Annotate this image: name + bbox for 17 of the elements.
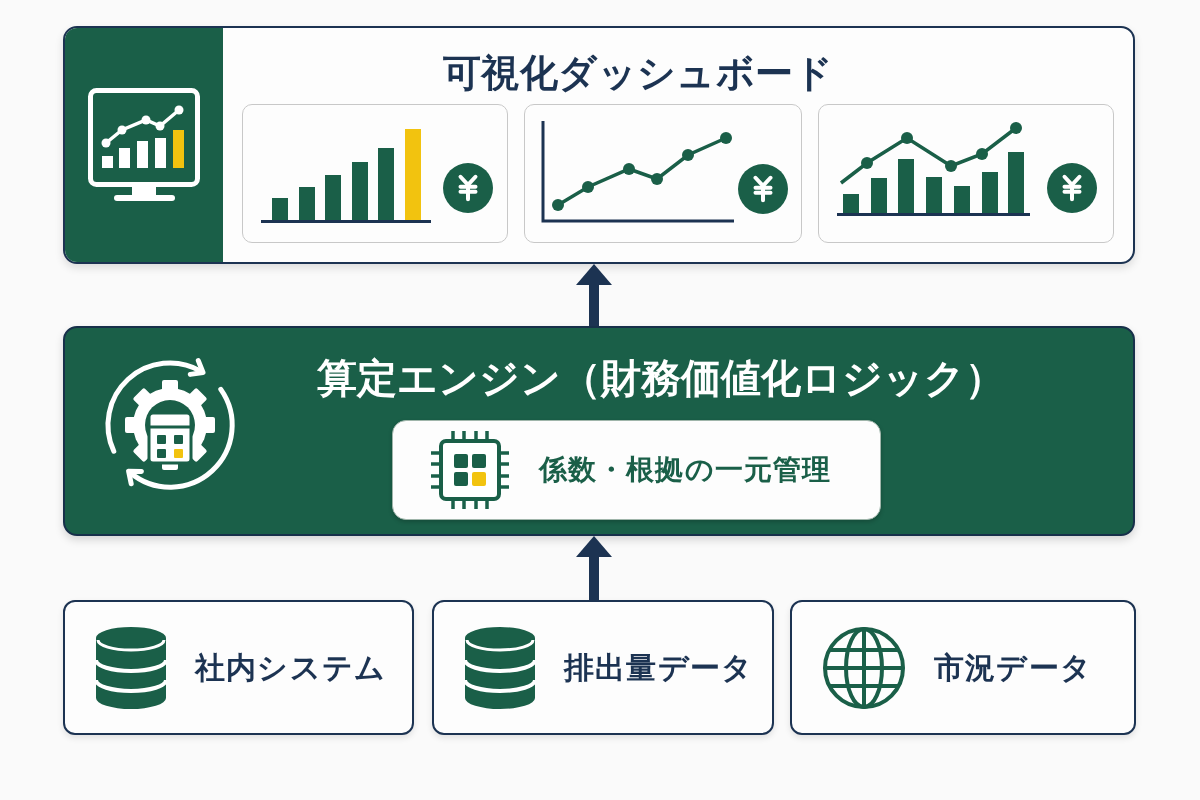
dashboard-panel <box>63 26 1135 264</box>
data-source-box <box>432 600 774 735</box>
source-label: 社内システム <box>195 648 387 687</box>
data-source-box <box>790 600 1136 735</box>
source-label: 市況データ <box>934 648 1092 687</box>
arrow <box>576 264 612 326</box>
source-label: 排出量データ <box>564 648 754 687</box>
chart-card <box>242 104 508 243</box>
data-source-box <box>63 600 414 735</box>
chart-card <box>524 104 802 243</box>
panel-title: 可視化ダッシュボード <box>443 50 833 96</box>
arrow <box>576 536 612 600</box>
engine-panel <box>63 326 1135 536</box>
module-label: 係数・根拠の一元管理 <box>539 452 832 488</box>
module-box <box>392 420 881 520</box>
chart-card <box>818 104 1114 243</box>
panel-title: 算定エンジン（財務価値化ロジック） <box>317 354 1005 402</box>
